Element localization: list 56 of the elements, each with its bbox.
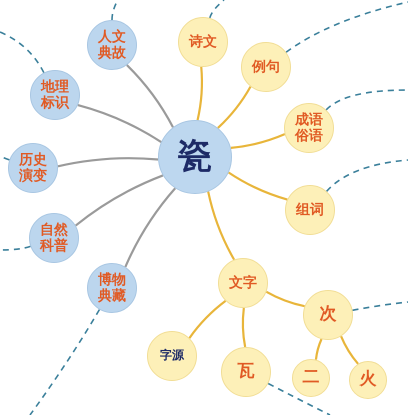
connector-line	[217, 86, 252, 129]
dashed-connector	[29, 309, 100, 415]
topic-label: 文字	[228, 274, 258, 292]
connector-line	[242, 308, 246, 348]
topic-label: 二	[302, 368, 320, 388]
connector-line	[230, 133, 286, 149]
connector-line	[126, 64, 174, 128]
connector-line	[266, 290, 305, 308]
topic-circle	[284, 103, 334, 153]
dashed-connector	[0, 246, 31, 251]
topic-circle	[241, 42, 291, 92]
topic-circle	[87, 263, 137, 313]
topic-label: 瓦	[236, 362, 256, 382]
topic-circle	[147, 331, 197, 381]
topic-label: 成语俗语	[294, 112, 324, 144]
topic-circle	[87, 20, 137, 70]
connector-line	[75, 174, 164, 226]
topic-label: 火	[358, 370, 378, 390]
dashed-connector	[326, 89, 408, 110]
topic-circle	[221, 347, 271, 397]
central-circle	[158, 120, 232, 194]
topic-circle	[303, 290, 353, 340]
topic-label: 地理标识	[40, 78, 70, 112]
topic-circle	[30, 70, 80, 120]
topic-label: 次	[318, 305, 338, 325]
topic-circle	[218, 258, 268, 308]
dashed-connector	[286, 1, 408, 53]
topic-circle	[29, 213, 79, 263]
topic-label: 诗文	[188, 34, 218, 50]
dashed-connector	[0, 31, 45, 74]
connector-line	[228, 172, 288, 201]
dashed-connector	[209, 0, 225, 18]
topic-label: 瓷	[176, 137, 213, 177]
topic-label: 例句	[251, 58, 281, 76]
connector-line	[314, 338, 322, 360]
topic-circle	[178, 17, 228, 67]
topic-circle	[349, 361, 387, 399]
connector-line	[78, 104, 162, 143]
connector-line	[124, 188, 176, 268]
connector-line	[207, 191, 236, 260]
dashed-connector	[352, 301, 408, 312]
topic-label: 博物典藏	[97, 272, 127, 304]
topic-circle	[8, 143, 58, 193]
topic-label: 历史演变	[18, 152, 48, 184]
topic-label: 人文典故	[97, 28, 127, 62]
topic-circle	[285, 185, 335, 235]
connector-line	[188, 300, 226, 339]
topic-label: 自然科普	[39, 222, 69, 254]
topic-label: 字源	[158, 349, 185, 363]
connector-line	[58, 157, 158, 168]
topic-label: 组词	[295, 202, 325, 218]
dashed-connector	[268, 382, 330, 415]
connector-line	[340, 336, 359, 365]
connector-line	[196, 66, 204, 120]
topic-circle	[292, 359, 330, 397]
dashed-connector	[326, 159, 408, 192]
